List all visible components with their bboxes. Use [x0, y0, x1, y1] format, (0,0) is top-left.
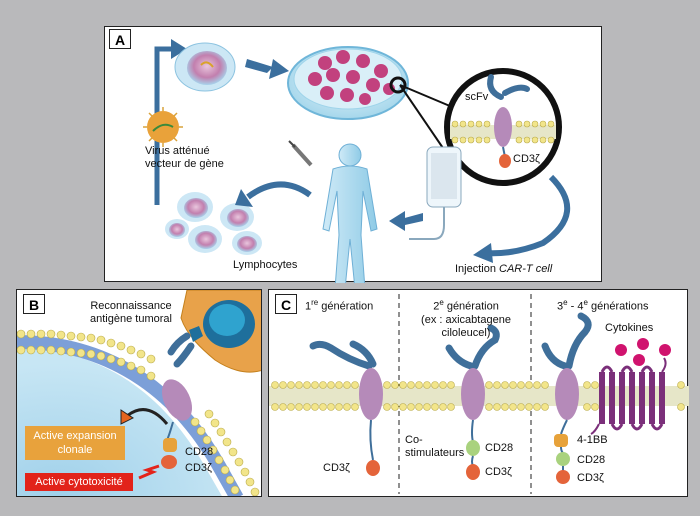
car-gen34: [541, 312, 592, 484]
cytotoxicity-box: Active cytotoxicité: [25, 473, 133, 491]
panel-b-label: B: [23, 294, 45, 314]
car-receptor-zoom: [487, 74, 530, 168]
gen2-cd3z-label: CD3ζ: [485, 466, 512, 478]
arrow-to-lymphocytes: [246, 181, 312, 200]
recognition-line1: Reconnaissance: [90, 300, 172, 312]
gen34-cd28-label: CD28: [577, 454, 606, 466]
cytokines-label: Cytokines: [605, 322, 654, 334]
gen2-num: 2: [433, 300, 440, 313]
expansion-line2: clonale: [57, 444, 93, 456]
panel-a-label: A: [109, 29, 131, 49]
gen2-cd28-label: CD28: [485, 442, 514, 454]
syringe-icon: [288, 140, 313, 167]
virus-label: Virus atténué vecteur de gène: [145, 145, 224, 171]
gen34-mid: - 4: [567, 300, 584, 313]
cycle-arrow-left-head: [171, 39, 187, 59]
virus-label-line1: Virus atténué: [145, 145, 210, 157]
tumor-cell: [180, 290, 261, 373]
car-gen2: [445, 324, 500, 480]
panel-b-illustration: [17, 290, 261, 496]
cd3z-label-b: CD3ζ: [185, 462, 212, 474]
gen34-num3: 3: [557, 300, 564, 313]
expansion-box: Active expansion clonale: [25, 426, 125, 460]
panel-c-label: C: [275, 294, 297, 314]
cd3z-label-a: CD3ζ: [513, 153, 540, 165]
membrane-heads-c: [271, 381, 685, 411]
virus-icon: [143, 107, 183, 147]
panel-b: B Reconnaissance antigène tumoral Active…: [16, 289, 262, 497]
iv-bag-icon: [409, 146, 462, 240]
gen2-line2: (ex : axicabtagene: [421, 313, 511, 326]
recognition-line2: antigène tumoral: [90, 313, 172, 325]
injection-italic: CAR-T cell: [499, 263, 553, 275]
lightning-icon: [138, 464, 160, 480]
gen34-41bb-label: 4-1BB: [577, 434, 608, 446]
gen1-rest: génération: [318, 300, 374, 313]
expansion-line1: Active expansion: [33, 430, 117, 442]
arrow-to-human: [401, 213, 423, 225]
panel-a: A Virus atténué vecteur de gène Lymphocy…: [104, 26, 602, 283]
human-body-icon: [322, 143, 378, 283]
arrow-to-injection: [484, 174, 570, 257]
injection-prefix: Injection: [455, 263, 500, 275]
gen1-sup: re: [311, 298, 319, 307]
gen1-cd3z-label: CD3ζ: [323, 462, 350, 474]
recognition-label: Reconnaissance antigène tumoral: [71, 300, 191, 326]
car-gen1: [309, 340, 383, 476]
cytokine-receptor: [599, 372, 665, 424]
gen34-title: 3e - 4e générations: [557, 296, 648, 314]
panel-c: C 1re génération 2e génération (ex : axi…: [268, 289, 689, 497]
cycle-arrow-left: [154, 46, 175, 205]
gen1-num: 1: [305, 300, 312, 313]
gen2-rest: génération: [443, 300, 499, 313]
costim-line2: stimulateurs: [405, 447, 465, 459]
petri-dish: [287, 46, 409, 120]
gen2-sup: e: [439, 298, 444, 307]
car-receptor-b: [161, 332, 195, 469]
gen34-sup1: e: [563, 298, 568, 307]
virus-label-line2: vecteur de gène: [145, 158, 224, 170]
arrow-to-dish: [245, 59, 273, 73]
gen2-line3: ciloleucel): [441, 326, 491, 339]
costim-label: Co- stimulateurs: [405, 434, 464, 460]
cytokine-dots: [615, 338, 671, 366]
gen34-cd3z-label: CD3ζ: [577, 472, 604, 484]
transduced-lymphocyte: [174, 42, 236, 92]
lymphocytes-cluster: [165, 192, 262, 255]
gen1-title: 1re génération: [305, 296, 373, 314]
cd28-label-b: CD28: [185, 446, 214, 458]
membrane-heads-b: [17, 329, 260, 496]
cell-membrane-b: [17, 335, 244, 496]
injection-label: Injection CAR-T cell: [455, 263, 552, 276]
panel-a-illustration: [143, 39, 570, 283]
costim-line1: Co-: [405, 434, 423, 446]
panel-c-illustration: [269, 294, 689, 494]
scfv-label: scFv: [465, 91, 489, 103]
arrow-to-expansion: [126, 408, 169, 425]
gen34-rest: générations: [587, 300, 649, 313]
lymphocytes-label: Lymphocytes: [233, 259, 298, 271]
gen2-title: 2e génération (ex : axicabtagene ciloleu…: [401, 296, 531, 340]
gen34-sup2: e: [583, 298, 588, 307]
